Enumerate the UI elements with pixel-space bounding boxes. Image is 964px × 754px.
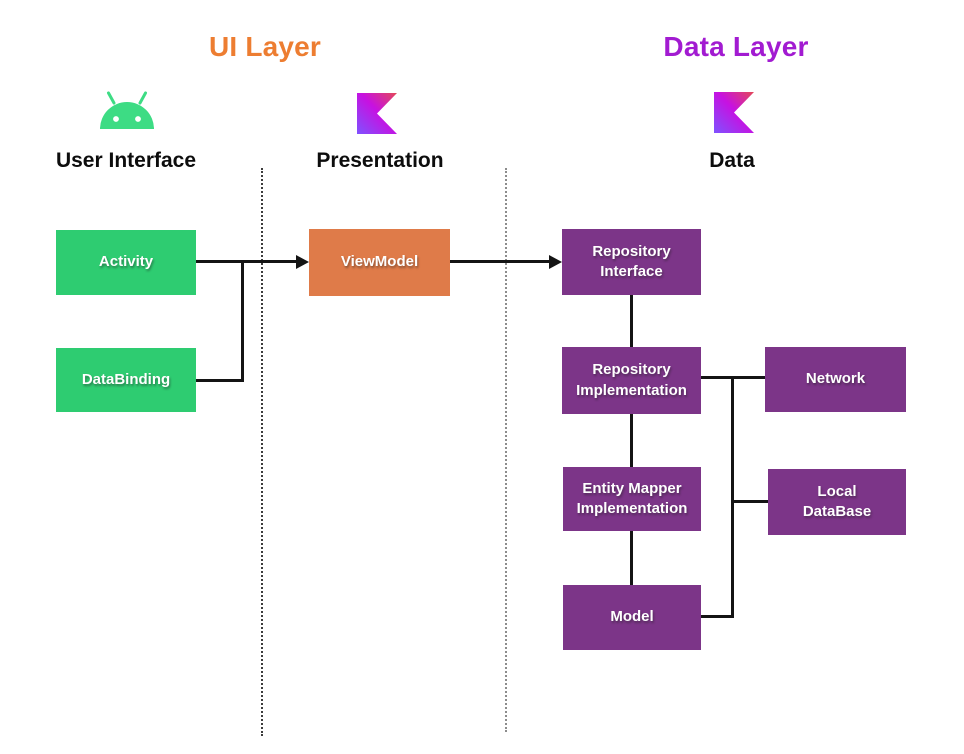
node-repository-interface[interactable]: Repository Interface <box>562 229 701 295</box>
arrowhead-into-repository-interface <box>549 255 562 269</box>
node-local-database[interactable]: Local DataBase <box>768 469 906 535</box>
connector-model-branch <box>701 615 733 618</box>
ui-layer-title: UI Layer <box>208 31 322 62</box>
node-model[interactable]: Model <box>563 585 701 650</box>
kotlin-icon <box>357 93 397 134</box>
column-label-user-interface: User Interface <box>55 149 197 172</box>
column-separator-left <box>261 168 263 736</box>
connector-repoimpl-entitymapper <box>630 414 633 467</box>
node-activity[interactable]: Activity <box>56 230 196 295</box>
node-network[interactable]: Network <box>765 347 906 412</box>
node-entity-mapper-implementation[interactable]: Entity Mapper Implementation <box>563 467 701 531</box>
connector-databinding-horizontal <box>196 379 244 382</box>
column-label-presentation: Presentation <box>316 149 444 172</box>
data-layer-title: Data Layer <box>663 31 809 62</box>
connector-entitymapper-model <box>630 531 633 585</box>
connector-repointerface-repoimpl <box>630 295 633 347</box>
connector-right-branch-vertical <box>731 376 734 618</box>
node-databinding[interactable]: DataBinding <box>56 348 196 412</box>
node-repository-implementation[interactable]: Repository Implementation <box>562 347 701 414</box>
android-icon <box>96 88 158 134</box>
kotlin-icon <box>714 92 754 133</box>
connector-branch-localdatabase <box>733 500 768 503</box>
connector-databinding-branch-vertical <box>241 260 244 382</box>
column-label-data: Data <box>709 149 755 172</box>
column-separator-right <box>505 168 507 732</box>
node-viewmodel[interactable]: ViewModel <box>309 229 450 296</box>
connector-viewmodel-repository-interface <box>450 260 550 263</box>
connector-activity-viewmodel <box>196 260 298 263</box>
arrowhead-into-viewmodel <box>296 255 309 269</box>
